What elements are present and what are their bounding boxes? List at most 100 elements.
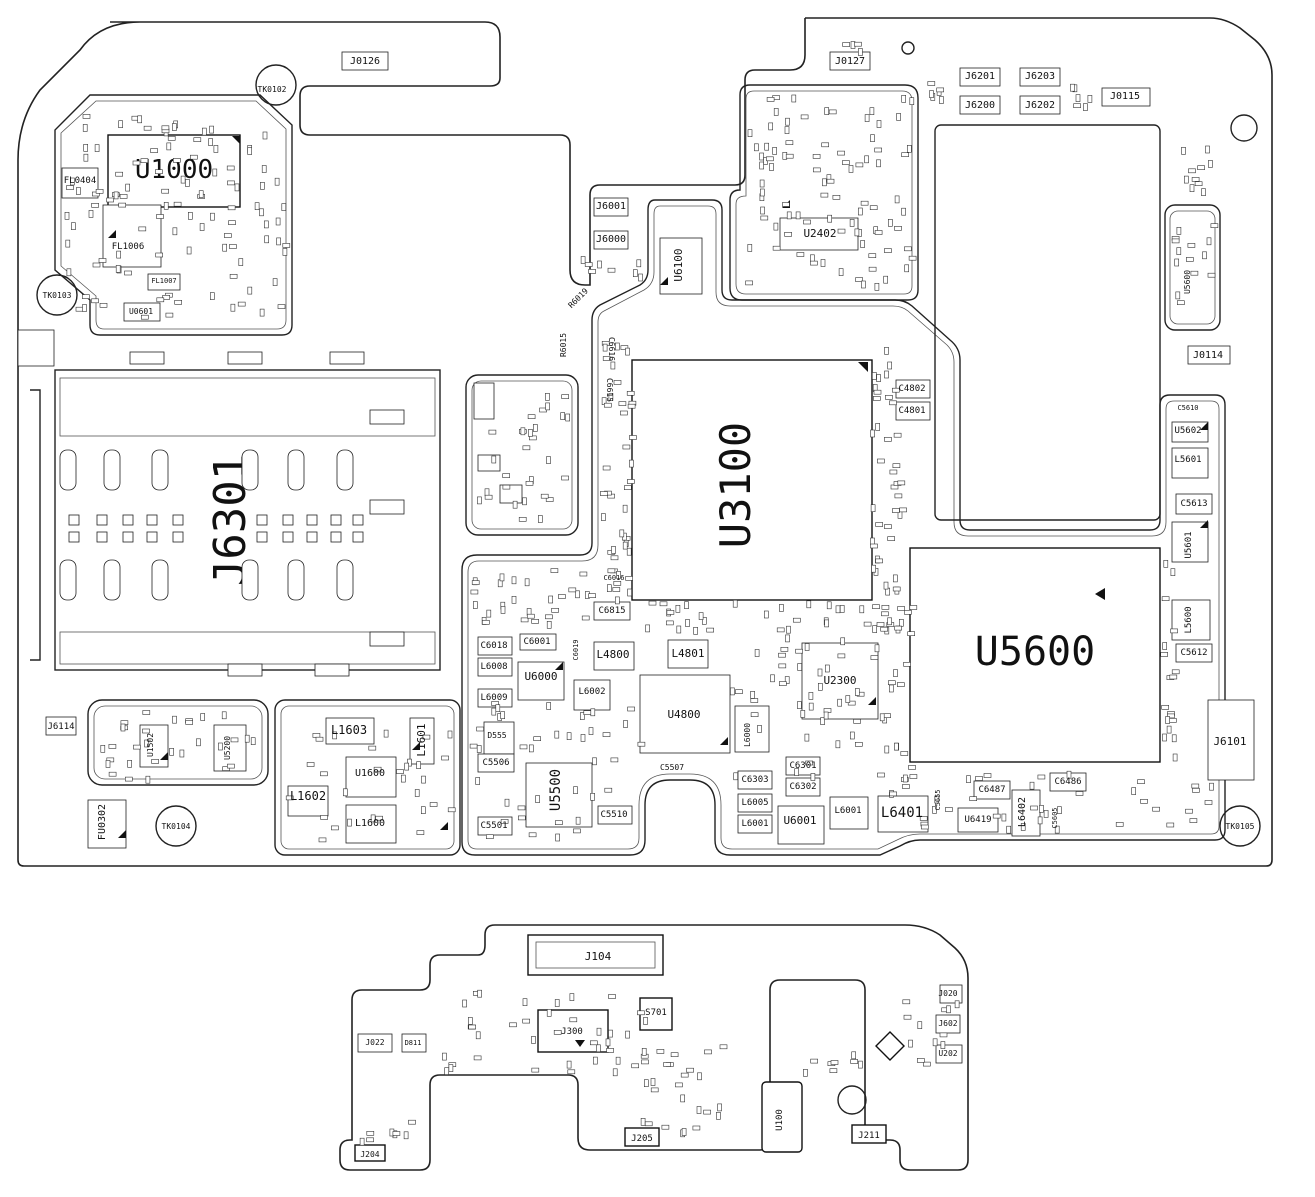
smd-393 bbox=[849, 731, 855, 740]
smd-178 bbox=[784, 126, 790, 134]
smd-58 bbox=[237, 301, 246, 307]
smd-373 bbox=[792, 617, 801, 623]
component-box-l6402 bbox=[1011, 789, 1041, 837]
label-j104: J104 bbox=[585, 950, 612, 963]
smd-168 bbox=[901, 95, 907, 103]
label-c6302: C6302 bbox=[789, 782, 816, 792]
sim-sm-b-9 bbox=[352, 531, 364, 543]
smd-595 bbox=[416, 761, 421, 770]
smd-158 bbox=[759, 188, 765, 197]
smd-402 bbox=[896, 682, 905, 687]
smd-192 bbox=[810, 260, 818, 266]
smd-594 bbox=[312, 733, 321, 738]
smd-511 bbox=[966, 775, 971, 784]
sim-sm-a-8 bbox=[330, 514, 342, 526]
smd-611 bbox=[318, 837, 327, 843]
smd-528 bbox=[579, 712, 585, 720]
label-j211: J211 bbox=[858, 1131, 880, 1141]
tk0102-ring bbox=[255, 64, 297, 106]
sim-sm-a-7 bbox=[306, 514, 318, 526]
component-box-u6000 bbox=[517, 661, 565, 701]
smd-664 bbox=[692, 1125, 701, 1131]
smd-554 bbox=[491, 707, 497, 716]
smd-233 bbox=[491, 455, 497, 464]
smd-500 bbox=[1209, 782, 1214, 791]
smd-9 bbox=[106, 197, 114, 203]
smd-263 bbox=[500, 606, 506, 614]
smd-667 bbox=[717, 1103, 722, 1112]
smd-222 bbox=[528, 435, 537, 441]
smd-404 bbox=[847, 700, 856, 706]
smd-515 bbox=[1054, 825, 1060, 834]
component-box-j020 bbox=[939, 984, 963, 1004]
pin1-marker-11 bbox=[160, 752, 168, 760]
smd-8 bbox=[91, 203, 99, 208]
smd-403 bbox=[730, 687, 735, 696]
smd-417 bbox=[840, 637, 846, 646]
j204-connector bbox=[354, 1144, 386, 1162]
component-box-u1600 bbox=[345, 756, 397, 798]
smd-411 bbox=[820, 717, 825, 725]
label-c6301: C6301 bbox=[789, 761, 816, 771]
smd-284 bbox=[629, 435, 637, 440]
smd-303 bbox=[606, 584, 612, 593]
u1600-shield-inner bbox=[280, 705, 455, 850]
smd-343 bbox=[875, 522, 884, 527]
smd-596 bbox=[285, 795, 294, 801]
component-box-j6200 bbox=[959, 95, 1001, 115]
smd-655 bbox=[567, 1069, 576, 1075]
smd-652 bbox=[589, 1040, 598, 1046]
smd-304 bbox=[608, 393, 614, 401]
u1502-shield-inner bbox=[93, 705, 263, 780]
label-l6001b: L6001 bbox=[834, 806, 861, 816]
smd-43 bbox=[94, 144, 100, 152]
smd-562 bbox=[179, 749, 185, 758]
component-box-c6018 bbox=[477, 636, 513, 656]
smd-116 bbox=[848, 165, 854, 173]
smd-517 bbox=[1204, 800, 1213, 805]
label-c5507: C5507 bbox=[660, 763, 684, 772]
smd-384 bbox=[872, 625, 878, 633]
smd-20 bbox=[274, 177, 280, 186]
smd-467 bbox=[1162, 642, 1167, 650]
smd-44 bbox=[202, 127, 207, 136]
label-l6402: L6402 bbox=[1017, 797, 1028, 827]
label-c6486: C6486 bbox=[1054, 777, 1081, 787]
smd-489 bbox=[1029, 781, 1035, 790]
smd-576 bbox=[133, 744, 141, 750]
smd-461 bbox=[902, 774, 908, 783]
smd-477 bbox=[1161, 596, 1170, 602]
smd-134 bbox=[869, 107, 875, 115]
smd-73 bbox=[156, 297, 165, 303]
smd-644 bbox=[442, 1052, 447, 1061]
component-box-u202 bbox=[935, 1044, 963, 1064]
smd-117 bbox=[901, 207, 906, 216]
j6301-contact-pads bbox=[17, 329, 405, 677]
smd-217 bbox=[545, 497, 554, 502]
sim-sm-a-9 bbox=[352, 514, 364, 526]
component-box-mid-c bbox=[499, 484, 523, 504]
smd-153 bbox=[887, 219, 893, 227]
sim-pad-bot-1 bbox=[103, 559, 121, 601]
smd-342 bbox=[884, 436, 892, 442]
smd-582 bbox=[144, 739, 149, 748]
smd-516 bbox=[1185, 808, 1193, 814]
smd-624 bbox=[531, 1036, 536, 1044]
smd-577 bbox=[200, 713, 205, 721]
smd-592 bbox=[447, 730, 453, 739]
smd-567 bbox=[151, 759, 159, 764]
sim-pad-top-1 bbox=[103, 449, 121, 491]
smd-625 bbox=[596, 1044, 601, 1053]
smd-182 bbox=[760, 206, 765, 215]
smd-253 bbox=[511, 595, 517, 604]
label-c6018: C6018 bbox=[480, 641, 507, 651]
smd-306 bbox=[623, 485, 632, 491]
smd-637 bbox=[637, 1010, 645, 1016]
sim-pad-bot-0 bbox=[59, 559, 77, 601]
smd-415 bbox=[795, 648, 803, 654]
smd-484 bbox=[1037, 774, 1046, 780]
label-l6001: L6001 bbox=[741, 819, 768, 829]
smd-395 bbox=[853, 718, 861, 724]
smd-229 bbox=[502, 484, 511, 490]
smd-717 bbox=[636, 259, 642, 268]
